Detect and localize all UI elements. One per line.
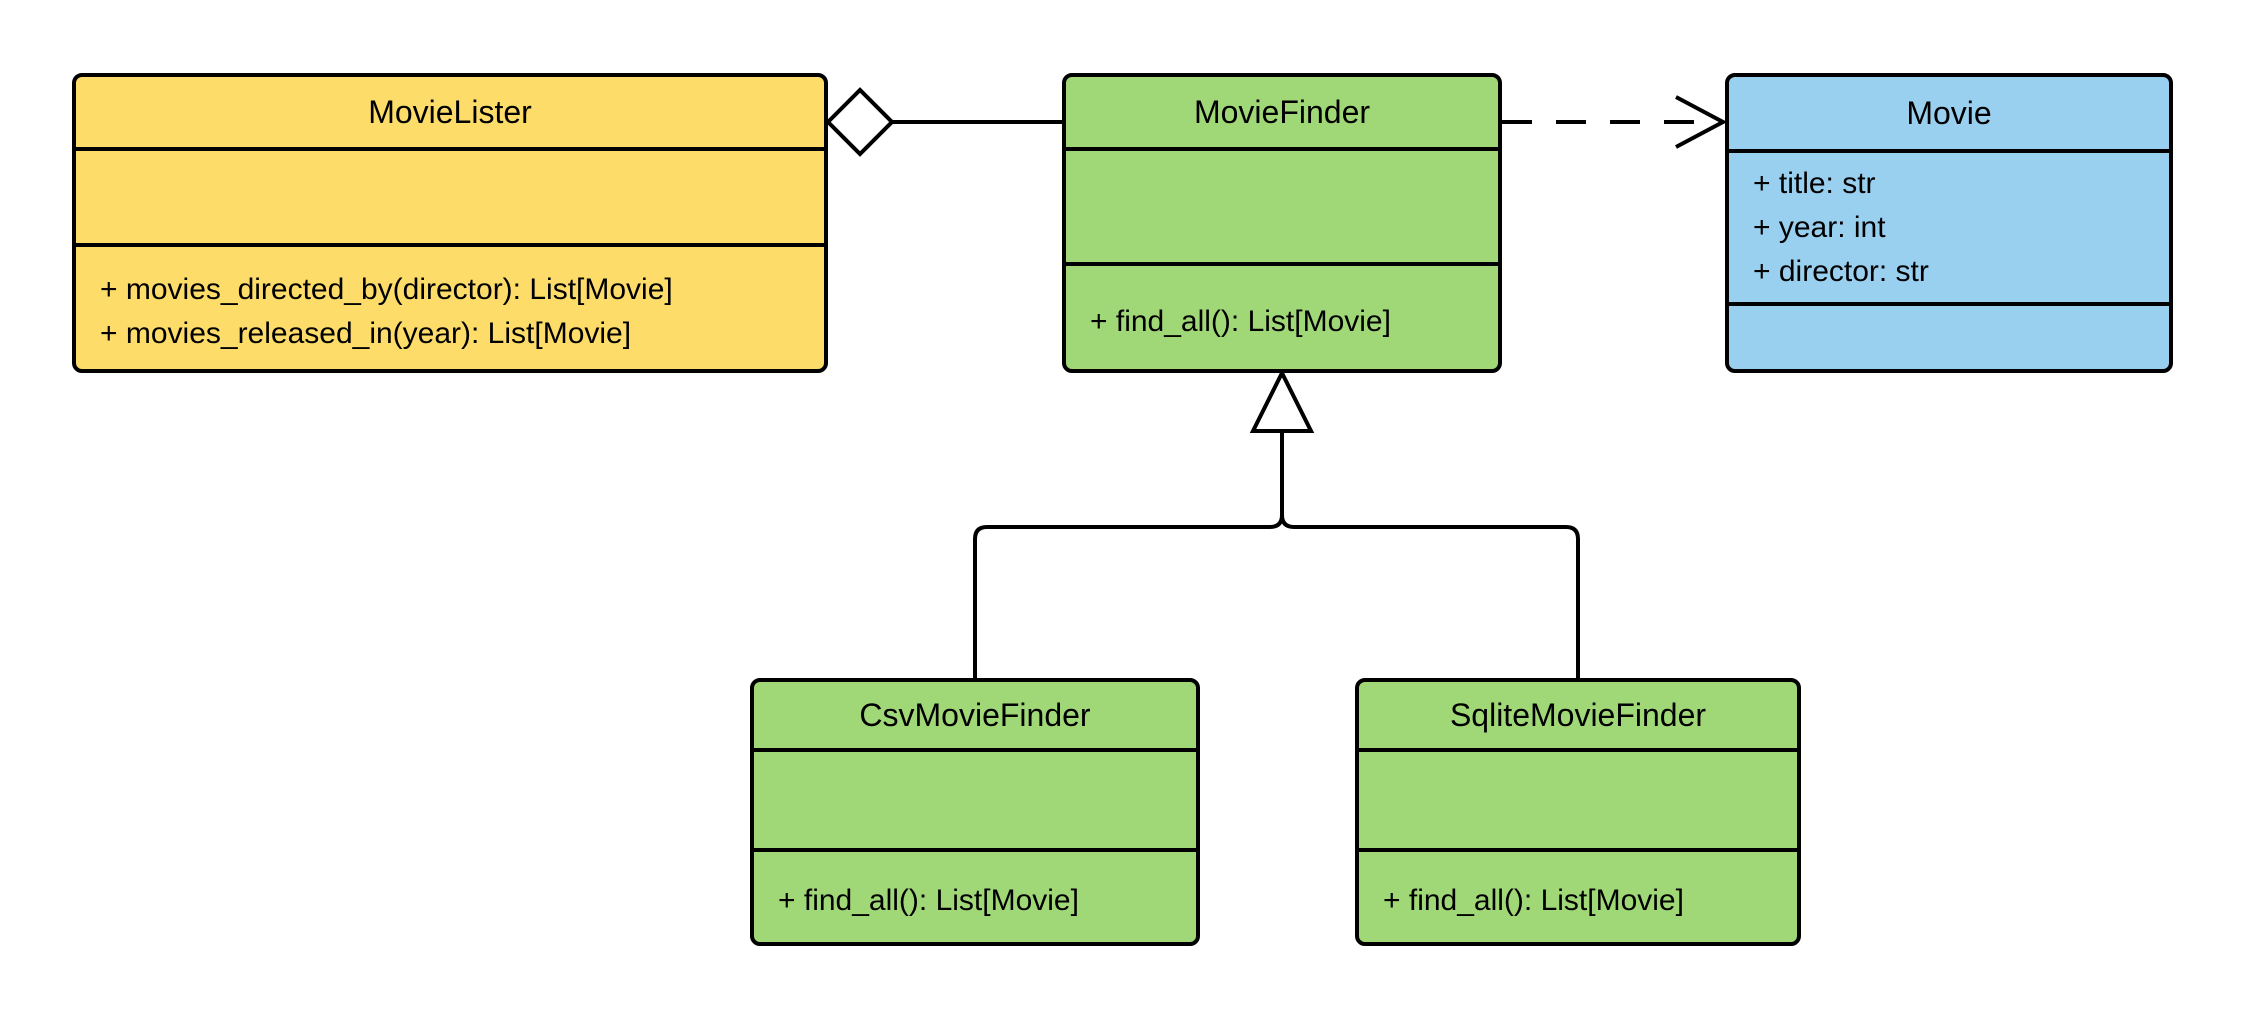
- class-methods-section: [1729, 302, 2169, 369]
- attribute-text: + year: int: [1753, 210, 1886, 244]
- inheritance-branch-right[interactable]: [1280, 514, 1580, 682]
- method-text: + find_all(): List[Movie]: [778, 884, 1079, 917]
- method-text: + movies_directed_by(director): List[Mov…: [100, 273, 673, 306]
- class-attributes-section: [754, 748, 1196, 848]
- aggregation-connector[interactable]: [825, 87, 1066, 157]
- inheritance-connector[interactable]: [973, 368, 1580, 682]
- aggregation-diamond-icon: [825, 87, 895, 157]
- class-methods-section: + find_all(): List[Movie]: [1066, 262, 1498, 369]
- class-movie[interactable]: Movie + title: str + year: int + directo…: [1725, 73, 2173, 373]
- class-title: MovieLister: [368, 93, 532, 130]
- class-movielister[interactable]: MovieLister + movies_directed_by(directo…: [72, 73, 828, 373]
- class-moviefinder[interactable]: MovieFinder + find_all(): List[Movie]: [1062, 73, 1502, 373]
- hollow-triangle-icon: [1249, 368, 1315, 433]
- method-text: + find_all(): List[Movie]: [1383, 884, 1684, 917]
- method-text: + movies_released_in(year): List[Movie]: [100, 317, 632, 350]
- class-methods-section: + find_all(): List[Movie]: [1359, 848, 1797, 942]
- class-methods-section: + movies_directed_by(director): List[Mov…: [76, 243, 824, 369]
- inheritance-branch-left[interactable]: [973, 514, 1284, 682]
- class-methods-section: + find_all(): List[Movie]: [754, 848, 1196, 942]
- class-attributes-section: + title: str + year: int + director: str: [1729, 149, 2169, 302]
- attribute-text: + title: str: [1753, 166, 1876, 200]
- attribute-text: + director: str: [1753, 254, 1929, 288]
- class-sqlitemoviefinder[interactable]: SqliteMovieFinder + find_all(): List[Mov…: [1355, 678, 1801, 946]
- open-arrowhead-icon: [1675, 95, 1728, 149]
- class-title: Movie: [1906, 94, 1992, 131]
- dependency-connector[interactable]: [1502, 95, 1728, 149]
- class-title: CsvMovieFinder: [859, 696, 1091, 733]
- class-attributes-section: [1359, 748, 1797, 848]
- class-csvmoviefinder[interactable]: CsvMovieFinder + find_all(): List[Movie]: [750, 678, 1200, 946]
- class-attributes-section: [76, 147, 824, 243]
- method-text: + find_all(): List[Movie]: [1090, 304, 1391, 338]
- class-attributes-section: [1066, 147, 1498, 262]
- class-title: MovieFinder: [1193, 93, 1371, 130]
- class-title: SqliteMovieFinder: [1449, 696, 1707, 733]
